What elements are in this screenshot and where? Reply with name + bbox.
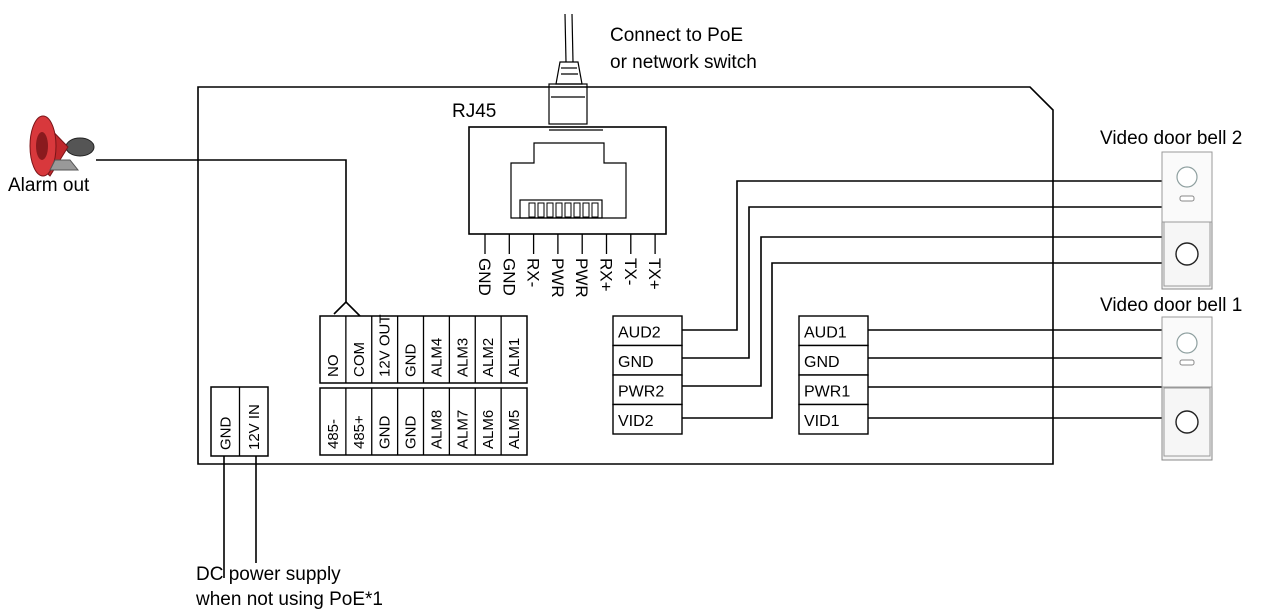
alarm-terminal-block-top: NO COM 12V OUT GND ALM4 ALM3 ALM2 ALM1 [319,314,528,384]
doorbell1-label: Video door bell 1 [1100,295,1242,316]
rj45-contact [528,202,536,218]
rj45-pin-label: TX- [621,258,640,285]
alarm-terminal-label: GND [403,344,420,378]
power-terminal-label: 12V IN [246,404,263,450]
rj45-contact [591,202,599,218]
alarm-terminal-label: COM [351,342,368,377]
alarm-horn-icon [29,115,95,177]
doorbell-terminal [798,374,869,406]
rj45-contact [537,202,545,218]
doorbell-terminal-label: AUD2 [618,325,661,342]
rj45-pin-label: PWR [572,258,591,298]
rj45-contact [555,202,563,218]
device-enclosure [197,86,1054,465]
rj45-pin-label: RX- [524,258,543,287]
rj45-contact [546,202,554,218]
doorbell-terminal-label: GND [618,354,654,371]
doorbell-terminal-label: VID2 [618,413,654,430]
alarm-terminal-label: ALM7 [454,410,471,449]
alarm-terminal-label: ALM3 [454,338,471,377]
doorbell-terminal-label: GND [804,354,840,371]
alarm-out-label: Alarm out [8,175,90,196]
doorbell-terminal-label: VID1 [804,413,840,430]
rj45-contact [573,202,581,218]
rj45-label: RJ45 [452,101,496,122]
rj45-contact [582,202,590,218]
rj45-pin-label: GND [475,258,494,296]
rj45-pin-label: GND [499,258,518,296]
power-terminal-block: GND 12V IN [210,386,269,457]
doorbell2-wires [682,180,1162,419]
power-terminal-label: GND [217,417,234,451]
alarm-terminal-label: GND [403,416,420,450]
doorbell-terminal [612,374,683,406]
alarm-terminal-label: ALM4 [428,338,445,377]
doorbell-terminal-label: PWR1 [804,384,850,401]
alarm-terminal-label: ALM5 [506,410,523,449]
doorbell-terminal [798,403,869,435]
doorbell-terminal [612,403,683,435]
doorbell-terminal-label: AUD1 [804,325,847,342]
dc-supply-label-line1: DC power supply [196,564,341,585]
alarm-terminal-label: 485- [325,419,342,449]
doorbell-terminal [612,344,683,376]
alarm-terminal-label: ALM1 [506,338,523,377]
alarm-terminal-label: 485+ [351,415,368,449]
alarm-terminal-label: ALM8 [428,410,445,449]
network-cable-icon [548,13,603,131]
doorbell1-icon [1161,316,1213,461]
rj45-pin-label: PWR [548,258,567,298]
alarm-terminal-label: NO [325,355,342,378]
alarm-terminal-label: 12V OUT [377,314,394,377]
doorbell1-wires [868,329,1162,419]
rj45-pin-label: RX+ [597,258,616,292]
alarm-terminal-block-bottom: 485- 485+ GND GND ALM8 ALM7 ALM6 ALM5 [319,387,528,456]
poe-label-line2: or network switch [610,52,757,73]
alarm-terminal-label: ALM6 [480,410,497,449]
doorbell2-label: Video door bell 2 [1100,128,1242,149]
doorbell-terminal-label: PWR2 [618,384,664,401]
alarm-terminal-label: ALM2 [480,338,497,377]
rj45-jack [468,126,667,235]
dc-supply-label-line2: when not using PoE*1 [195,589,383,610]
alarm-wire [96,159,347,302]
doorbell2-icon [1161,151,1213,290]
rj45-contact [564,202,572,218]
alarm-terminal-label: GND [377,416,394,450]
poe-label-line1: Connect to PoE [610,25,743,46]
rj45-pin-label: TX+ [645,258,664,290]
